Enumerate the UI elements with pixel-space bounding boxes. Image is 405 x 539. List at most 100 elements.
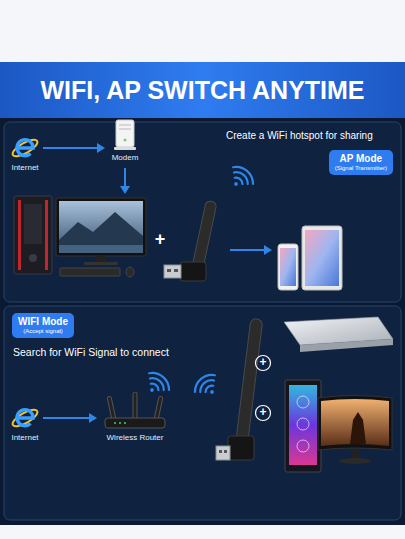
internet-icon-part [10, 137, 39, 160]
device-node: Internet [10, 404, 40, 442]
background-part [0, 525, 405, 539]
router-icon-part [124, 422, 126, 424]
title: WIFI, AP SWITCH ANYTIME [0, 62, 405, 118]
gaming-pc-part [297, 418, 309, 430]
wifi-signal [141, 369, 173, 400]
wifi-signal-part [235, 176, 244, 184]
router-icon-part [119, 422, 121, 424]
usb-wifi-adapter-part-part [236, 318, 263, 441]
mode-note: (Accept signal) [23, 328, 63, 335]
caption-text: Create a WiFi hotspot for sharing [226, 130, 373, 141]
wifi-signal-part [149, 387, 154, 392]
pc-tower-part [29, 254, 37, 262]
device-node: Modem [108, 118, 142, 162]
flow-arrow-part [230, 249, 266, 251]
background-part [0, 62, 405, 118]
modem-icon-part [114, 147, 136, 150]
keyboard [60, 267, 134, 277]
monitor-part [350, 412, 366, 444]
wifi-signal-part [149, 369, 173, 390]
device-label: Internet [11, 433, 38, 442]
plus-ring-part [256, 406, 271, 421]
router-icon [100, 392, 170, 432]
wifi-signal [225, 163, 257, 194]
usb-wifi-adapter-part [219, 450, 222, 453]
usb-wifi-adapter-part [236, 318, 263, 441]
modem-icon-part [119, 128, 131, 130]
usb-wifi-adapter [216, 318, 263, 460]
modem-icon-part [124, 139, 127, 142]
modem-icon [108, 118, 142, 152]
flow-connector [43, 413, 97, 423]
wifi-signal-part [233, 163, 257, 184]
gaming-pc-part [285, 380, 321, 472]
background-part [4, 122, 401, 302]
usb-wifi-adapter-part [228, 436, 254, 460]
monitor-part [56, 198, 146, 256]
connector-line [43, 417, 93, 419]
tablet-part [302, 226, 342, 290]
usb-wifi-adapter-part [180, 262, 206, 281]
monitor-part [84, 262, 118, 265]
plus-ring-part [256, 356, 271, 371]
laptop [284, 317, 393, 352]
wifi-signal-part [191, 371, 215, 392]
pc-tower [14, 196, 52, 274]
internet-icon-part [17, 410, 33, 426]
monitor-part [59, 212, 143, 253]
background-part [4, 306, 401, 520]
flow-arrow-part [120, 186, 130, 194]
gaming-pc [285, 380, 321, 472]
usb-wifi-adapter-part [164, 265, 181, 278]
flow-connector [43, 143, 105, 153]
router-icon-part [107, 396, 116, 420]
mode-note: (Signal Transmitter) [335, 165, 387, 172]
device-node: Internet [10, 134, 40, 172]
tablet-part [305, 230, 339, 286]
monitor [318, 396, 392, 465]
usb-wifi-adapter-part [216, 446, 230, 460]
wifi-signal [191, 371, 223, 402]
pc-tower-part [14, 196, 52, 274]
device-label: Internet [11, 163, 38, 172]
phone-part [278, 244, 298, 290]
caption-text: Search for WiFi Signal to connect [13, 347, 169, 359]
usb-wifi-adapter-part [174, 269, 178, 272]
usb-wifi-adapter-part [192, 200, 217, 269]
keyboard-part [60, 268, 120, 276]
plus-ring [256, 356, 271, 421]
plus-sign: + [259, 356, 266, 369]
laptop-part [300, 339, 393, 352]
arrow-head [97, 143, 105, 153]
router-icon-part [105, 418, 165, 428]
gaming-pc-part [289, 385, 317, 465]
monitor-part [96, 256, 106, 263]
phone-part [280, 248, 296, 286]
monitor-part [59, 201, 143, 253]
flow-arrow-part [264, 245, 272, 255]
monitor [56, 198, 146, 265]
plus-sign: + [259, 406, 266, 419]
pc-tower-part [24, 204, 42, 244]
monitor-part [321, 399, 389, 446]
mode-badge: WIFI Mode(Accept signal) [12, 313, 74, 338]
router-icon-part [133, 392, 137, 420]
flow-arrow [120, 168, 130, 194]
internet-icon [10, 134, 40, 162]
flow-arrow [230, 245, 272, 255]
modem-icon-part [116, 120, 134, 147]
connector-line [43, 147, 101, 149]
wifi-signal-part [151, 382, 160, 390]
arrow-head [89, 413, 97, 423]
mode-name: WIFI Mode [18, 316, 68, 328]
mode-name: AP Mode [340, 153, 383, 165]
wifi-signal-part [233, 181, 238, 186]
internet-icon [10, 404, 40, 432]
plus-sign: + [155, 230, 166, 250]
router-icon-part [114, 422, 116, 424]
wifi-signal-part [209, 389, 214, 394]
usb-wifi-adapter [164, 200, 217, 281]
device-label: Wireless Router [107, 433, 164, 442]
